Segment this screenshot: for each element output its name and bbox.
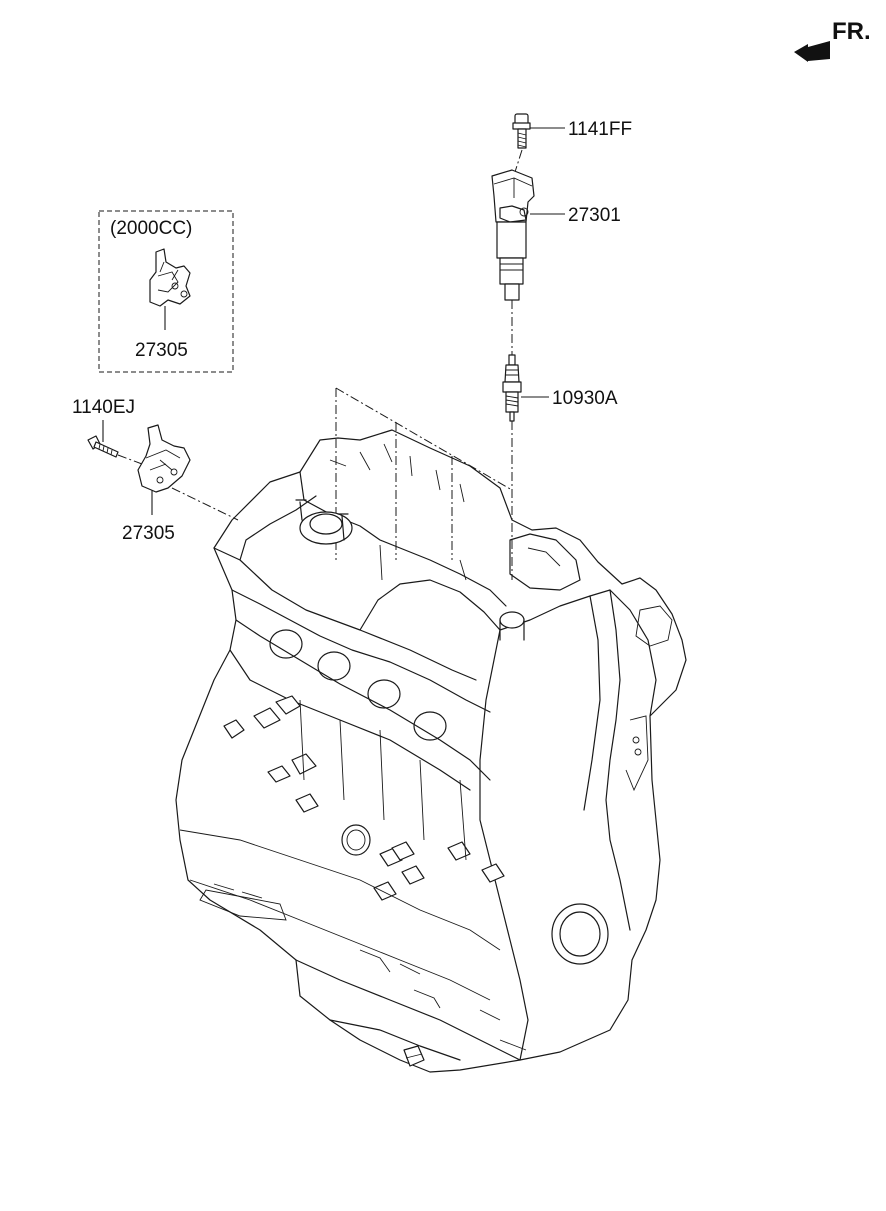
part-label-27301: 27301 (568, 205, 621, 226)
bolt-icon (512, 113, 531, 149)
bracket-icon (137, 424, 191, 493)
front-arrow-icon (794, 41, 830, 62)
part-label-1140ej: 1140EJ (72, 397, 135, 418)
bolt-1141ff: 1141FF (512, 113, 632, 149)
spark-plug-well (499, 611, 525, 629)
front-direction-indicator: FR. (794, 18, 871, 62)
exhaust-ports (269, 629, 447, 741)
coil-position-guides (335, 387, 513, 560)
crankshaft-seal (551, 903, 609, 965)
engine-assembly (175, 429, 687, 1073)
engine-outline (175, 429, 687, 1073)
bracket-27305: 27305 (122, 424, 191, 544)
ignition-coil-27301: 27301 (491, 169, 621, 301)
assembly-line (514, 149, 523, 173)
part-label-27305: 27305 (122, 523, 175, 544)
oil-pan (295, 959, 521, 1061)
part-label-10930a: 10930A (552, 388, 618, 409)
drain-plug (403, 1045, 425, 1067)
front-direction-label: FR. (832, 18, 871, 45)
bolt-1140ej: 1140EJ (72, 397, 135, 458)
variant-box-2000cc: (2000CC) 27305 (98, 210, 234, 373)
ignition-coil-icon (491, 169, 535, 301)
assembly-line (171, 487, 239, 521)
assembly-line (117, 454, 143, 465)
spark-plug-10930a: 10930A (502, 354, 618, 422)
variant-box-label: (2000CC) (110, 218, 192, 239)
oil-filler-cap (295, 499, 353, 545)
block-studs (223, 695, 505, 901)
bracket-icon-variant (149, 248, 191, 307)
variant-box-part-number: 27305 (135, 340, 188, 361)
cylinder-head-cover (213, 495, 501, 681)
spark-plug-icon (502, 354, 522, 422)
block-port (341, 824, 371, 856)
part-label-1141ff: 1141FF (568, 119, 632, 140)
bolt-icon (87, 435, 119, 458)
